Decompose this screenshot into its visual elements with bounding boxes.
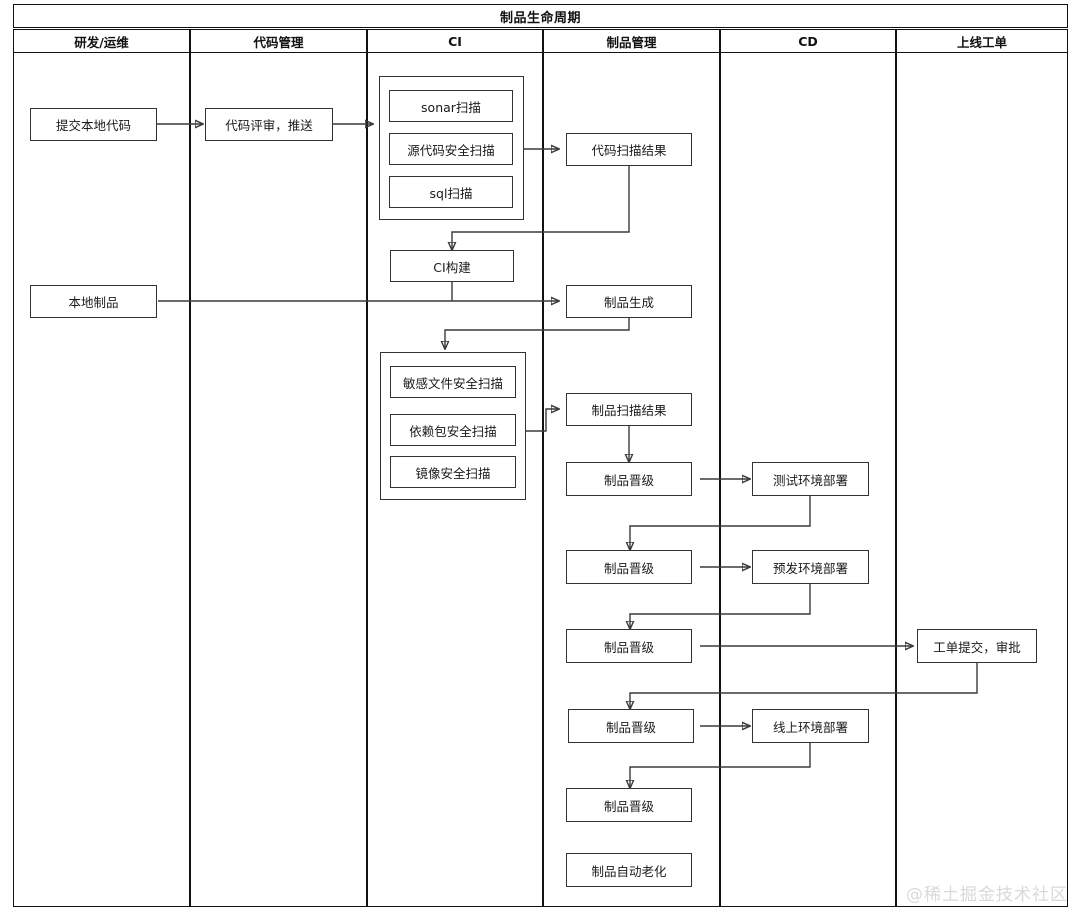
node-image-security-scan[interactable]: 镜像安全扫描 (390, 456, 516, 488)
lane-body-cd (720, 53, 896, 907)
node-artifact-promote-5[interactable]: 制品晋级 (566, 788, 692, 822)
node-deploy-prod-env[interactable]: 线上环境部署 (752, 709, 869, 743)
node-sensitive-file-scan[interactable]: 敏感文件安全扫描 (390, 366, 516, 398)
node-artifact-scan-result[interactable]: 制品扫描结果 (566, 393, 692, 426)
node-deploy-test-env[interactable]: 测试环境部署 (752, 462, 869, 496)
lane-body-artifact (543, 53, 720, 907)
lane-body-ticket (896, 53, 1068, 907)
node-ticket-submit-approve[interactable]: 工单提交，审批 (917, 629, 1037, 663)
lane-body-dev (13, 53, 190, 907)
lane-body-ci (367, 53, 543, 907)
lane-header-ticket: 上线工单 (896, 29, 1068, 53)
node-artifact-auto-aging[interactable]: 制品自动老化 (566, 853, 692, 887)
lane-header-scm: 代码管理 (190, 29, 367, 53)
node-sql-scan[interactable]: sql扫描 (389, 176, 513, 208)
node-code-review-push[interactable]: 代码评审，推送 (205, 108, 333, 141)
node-artifact-promote-2[interactable]: 制品晋级 (566, 550, 692, 584)
node-deploy-pre-env[interactable]: 预发环境部署 (752, 550, 869, 584)
node-sonar-scan[interactable]: sonar扫描 (389, 90, 513, 122)
lane-body-scm (190, 53, 367, 907)
watermark: @稀土掘金技术社区 (906, 885, 1068, 905)
node-artifact-promote-1[interactable]: 制品晋级 (566, 462, 692, 496)
node-dependency-security-scan[interactable]: 依赖包安全扫描 (390, 414, 516, 446)
node-ci-build[interactable]: CI构建 (390, 250, 514, 282)
lane-header-cd: CD (720, 29, 896, 53)
node-artifact-generate[interactable]: 制品生成 (566, 285, 692, 318)
node-artifact-promote-4[interactable]: 制品晋级 (568, 709, 694, 743)
node-artifact-promote-3[interactable]: 制品晋级 (566, 629, 692, 663)
node-submit-local-code[interactable]: 提交本地代码 (30, 108, 157, 141)
node-source-security-scan[interactable]: 源代码安全扫描 (389, 133, 513, 165)
lane-header-dev: 研发/运维 (13, 29, 190, 53)
lane-header-artifact: 制品管理 (543, 29, 720, 53)
node-code-scan-result[interactable]: 代码扫描结果 (566, 133, 692, 166)
diagram-title: 制品生命周期 (13, 4, 1068, 28)
lane-header-ci: CI (367, 29, 543, 53)
node-local-artifact[interactable]: 本地制品 (30, 285, 157, 318)
